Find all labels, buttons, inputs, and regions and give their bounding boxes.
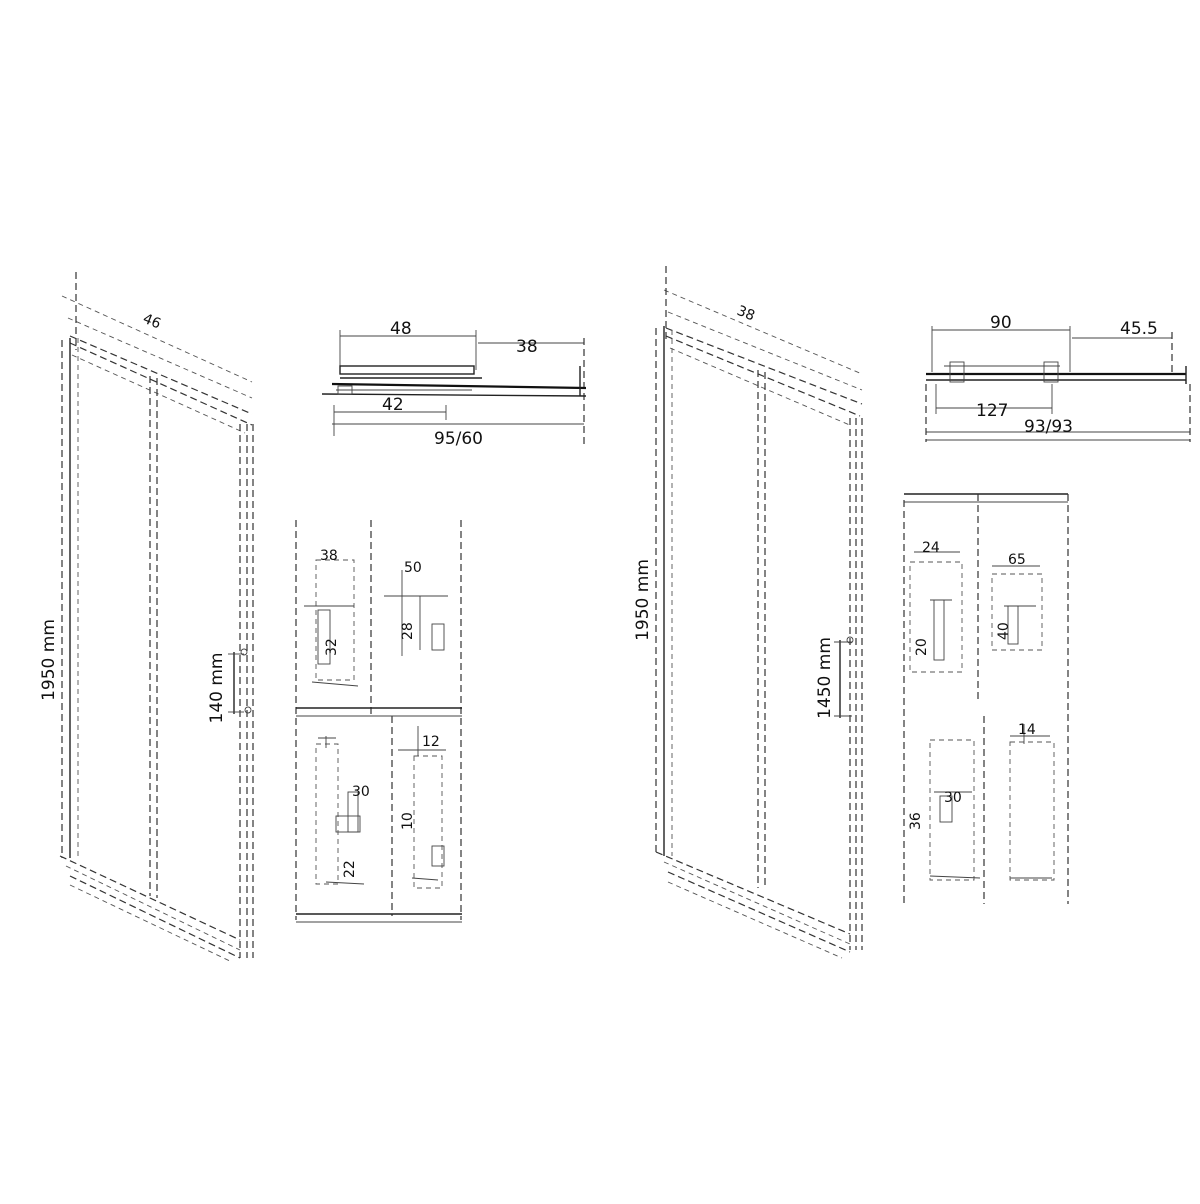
right-top-width-label: 90 <box>990 313 1012 333</box>
left-top-total-label: 95/60 <box>434 429 483 449</box>
left-top-width-label: 48 <box>390 319 412 339</box>
left-detail-d: 12 <box>422 734 440 750</box>
left-handle-height-label: 140 mm <box>207 653 227 724</box>
left-top-section-view: 48 38 42 95/60 <box>321 319 587 449</box>
right-detail-b: 65 <box>1008 552 1026 568</box>
right-panel-height-label: 1950 mm <box>633 559 653 641</box>
right-door-panel-view: 38 1950 mm 1450 mm <box>633 266 863 959</box>
right-top-offset-label: 127 <box>976 401 1008 421</box>
right-detail-c: 30 <box>944 790 962 806</box>
left-top-depth-label: 38 <box>516 337 538 357</box>
left-corner-label: 46 <box>141 311 164 333</box>
left-detail-c: 30 <box>352 784 370 800</box>
left-door-panel-view: 46 1950 mm 140 mm <box>39 272 254 963</box>
right-detail-g: 36 <box>908 812 924 830</box>
left-detail-a: 38 <box>320 548 338 564</box>
left-detail-e: 50 <box>404 560 422 576</box>
left-detail-b: 32 <box>324 638 340 656</box>
left-panel-height-label: 1950 mm <box>39 619 59 701</box>
right-top-total-label: 93/93 <box>1024 417 1073 437</box>
left-detail-g: 22 <box>342 860 358 878</box>
left-detail-h: 10 <box>400 812 416 830</box>
left-top-offset-label: 42 <box>382 395 404 415</box>
right-top-depth-label: 45.5 <box>1120 319 1158 339</box>
right-detail-grid: 24 20 65 40 30 36 14 <box>903 493 1069 904</box>
right-corner-label: 38 <box>735 303 758 325</box>
right-top-section-view: 90 45.5 127 93/93 <box>925 313 1191 442</box>
left-detail-grid: 38 32 50 28 30 22 12 10 <box>295 520 462 923</box>
right-detail-e: 20 <box>914 638 930 656</box>
right-handle-height-label: 1450 mm <box>815 637 835 719</box>
left-detail-f: 28 <box>400 622 416 640</box>
right-detail-a: 24 <box>922 540 940 556</box>
right-detail-f: 40 <box>996 622 1012 640</box>
right-detail-d: 14 <box>1018 722 1036 738</box>
